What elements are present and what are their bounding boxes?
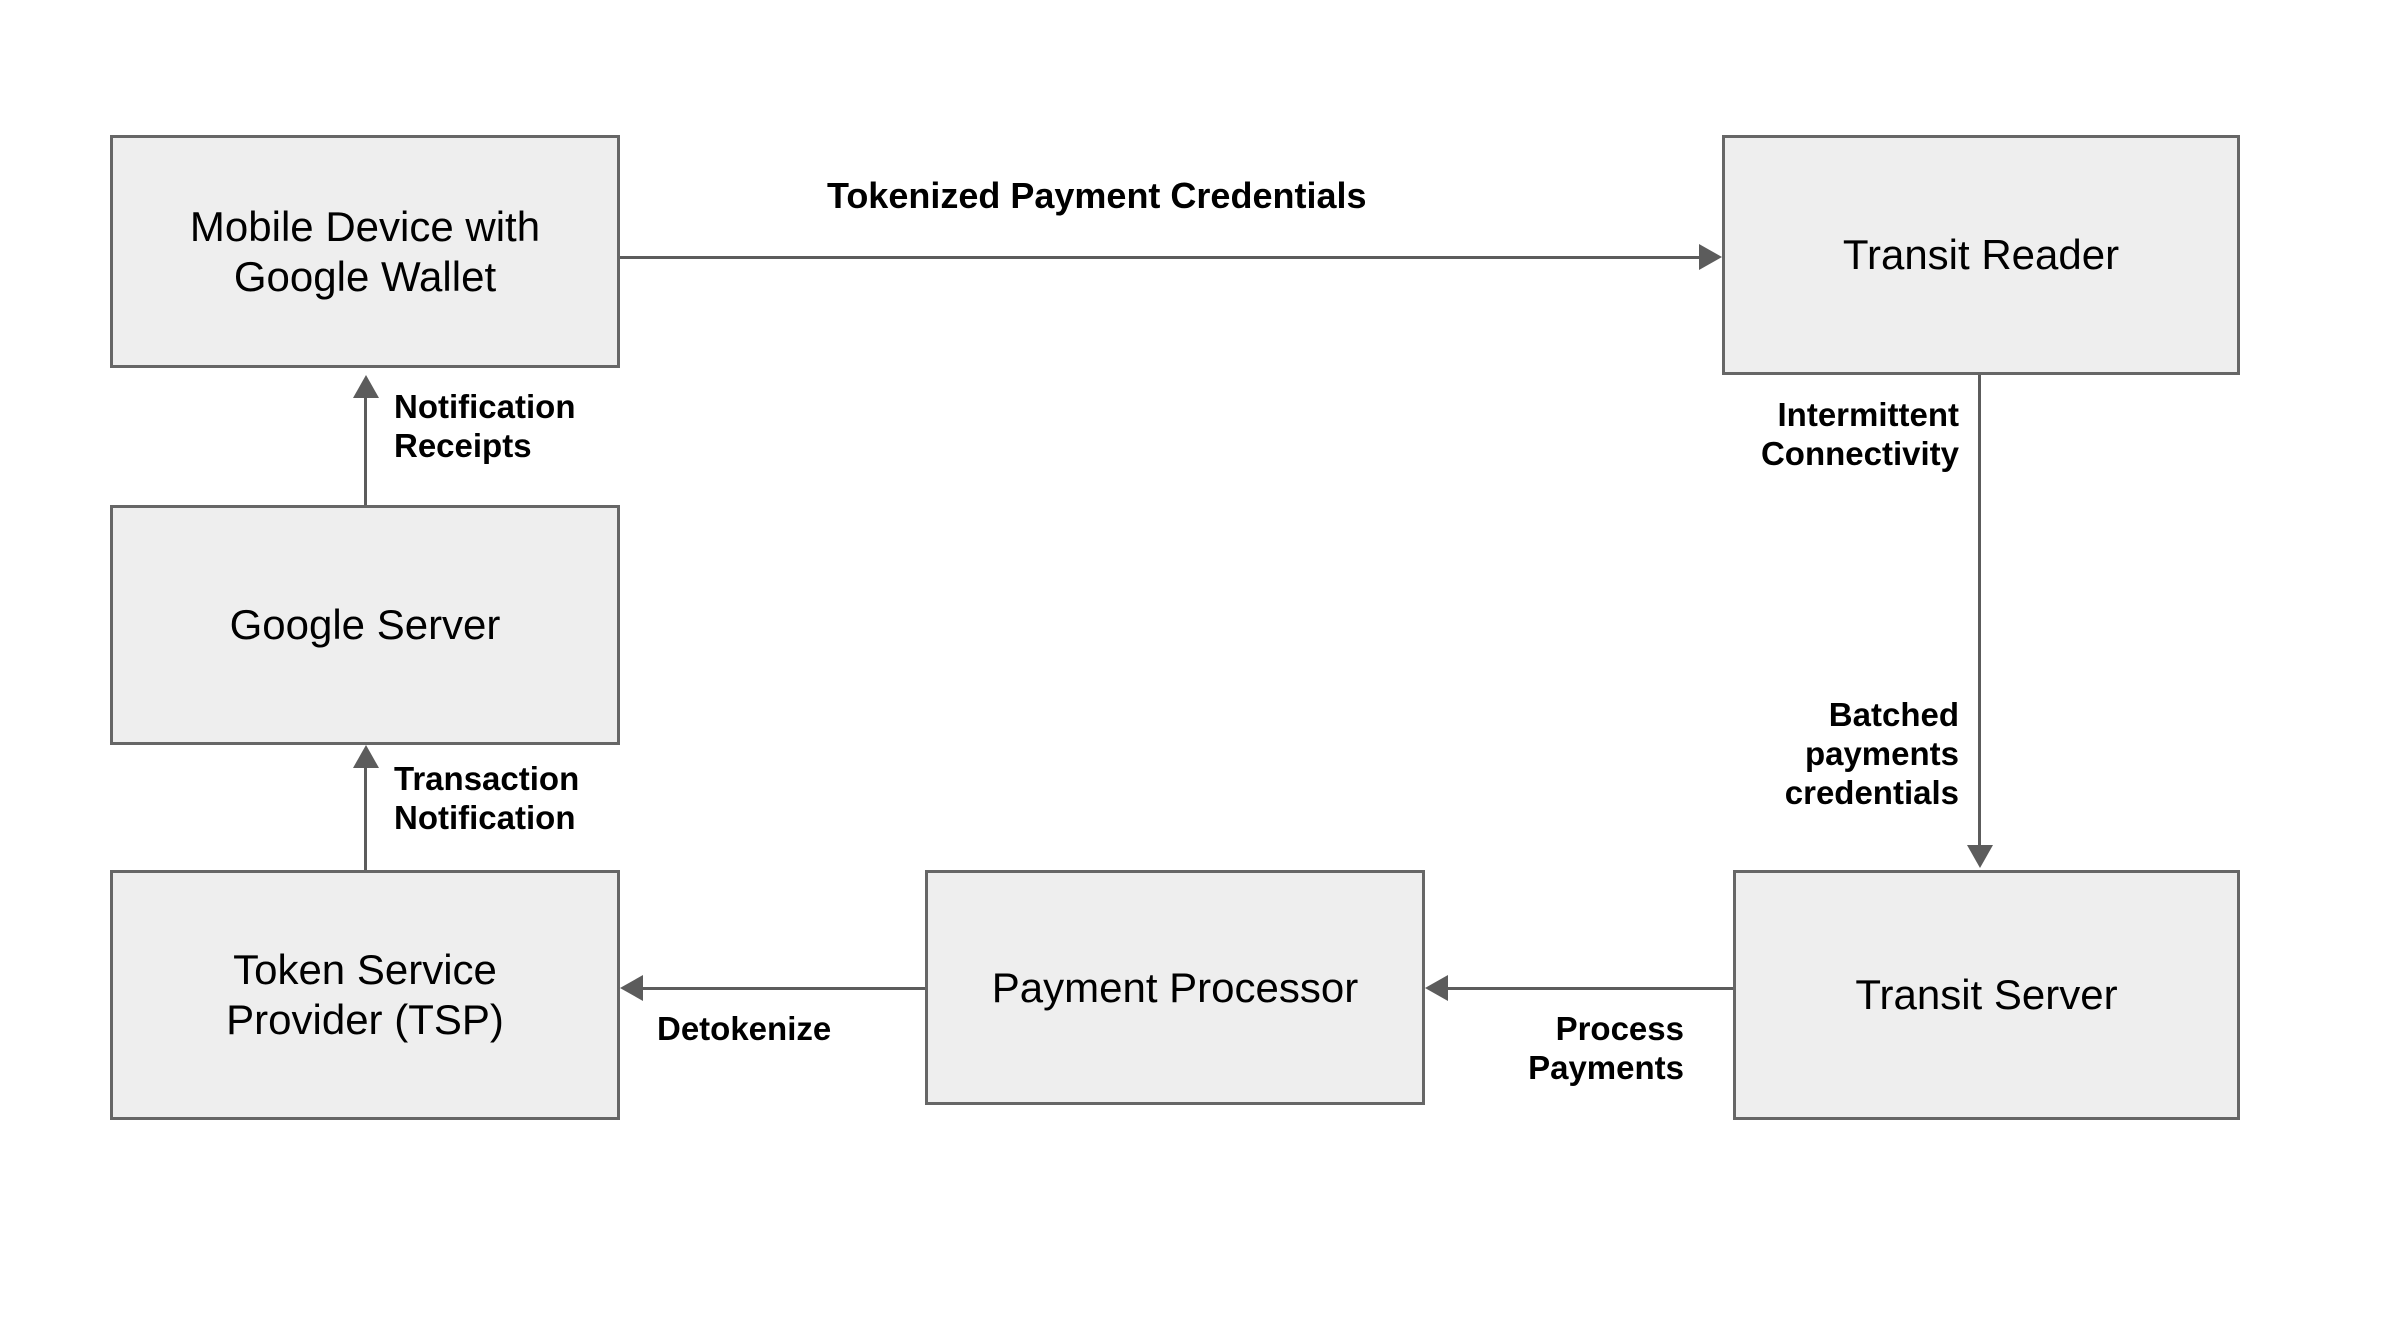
node-transit-server[interactable]: Transit Server <box>1733 870 2240 1120</box>
edge-label-batched-payments-credentials: Batched payments credentials <box>1784 696 1959 811</box>
edge-label-detokenize: Detokenize <box>657 1010 832 1047</box>
edge-label-intermittent-connectivity: Intermittent Connectivity <box>1760 396 1959 472</box>
edge-line <box>1978 375 1981 847</box>
node-payment-processor[interactable]: Payment Processor <box>925 870 1425 1105</box>
edge-line <box>364 768 367 870</box>
edge-line <box>620 256 1702 259</box>
arrowhead-up-icon <box>353 745 379 768</box>
node-transit-reader-label: Transit Reader <box>1842 231 2120 279</box>
arrowhead-right-icon <box>1699 244 1722 270</box>
node-payment-processor-label: Payment Processor <box>991 963 1359 1011</box>
edge-label-transaction-notification: Transaction Notification <box>394 760 580 836</box>
node-token-service-provider[interactable]: Token Service Provider (TSP) <box>110 870 620 1120</box>
node-token-service-provider-label: Token Service Provider (TSP) <box>226 946 504 1043</box>
arrowhead-left-icon <box>1425 975 1448 1001</box>
edge-line <box>643 987 925 990</box>
edge-label-tokenized-payment-credentials: Tokenized Payment Credentials <box>827 175 1367 216</box>
arrowhead-up-icon <box>353 375 379 398</box>
arrowhead-down-icon <box>1967 845 1993 868</box>
node-transit-reader[interactable]: Transit Reader <box>1722 135 2240 375</box>
edge-line <box>364 398 367 505</box>
edge-label-process-payments: Process Payments <box>1528 1010 1684 1086</box>
node-google-server-label: Google Server <box>229 601 501 649</box>
node-mobile-device[interactable]: Mobile Device with Google Wallet <box>110 135 620 368</box>
arrowhead-left-icon <box>620 975 643 1001</box>
node-transit-server-label: Transit Server <box>1855 971 2118 1019</box>
node-google-server[interactable]: Google Server <box>110 505 620 745</box>
node-mobile-device-label: Mobile Device with Google Wallet <box>189 202 541 300</box>
edge-line <box>1448 987 1733 990</box>
edge-label-notification-receipts: Notification Receipts <box>394 388 576 464</box>
